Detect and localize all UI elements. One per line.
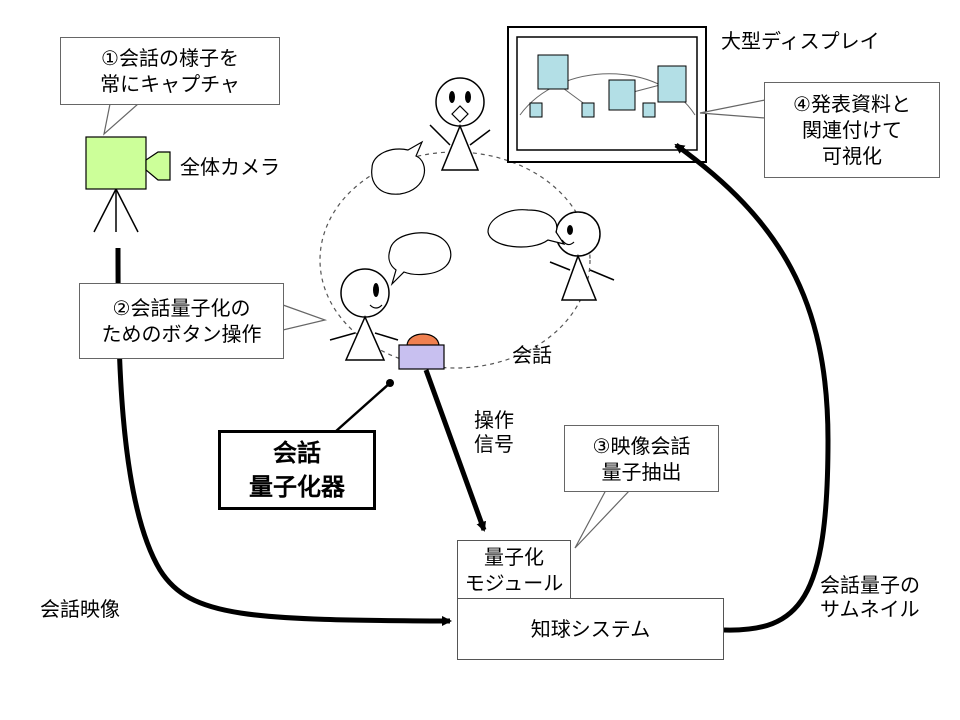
callout-button-tail: [282, 304, 328, 331]
conversation-circle: [319, 151, 591, 369]
video-camera-icon: [85, 136, 171, 233]
device-pointer-line: [334, 382, 391, 433]
device-pointer-dot: [386, 379, 394, 387]
callout-extract: ③映像会話 量子抽出: [564, 425, 719, 492]
person-icon: [549, 211, 615, 301]
callout-capture: ①会話の様子を 常にキャプチャ: [60, 37, 280, 105]
callout-capture-tail: [103, 103, 140, 136]
operation-signal-arrow: [423, 369, 487, 532]
thumbnail-label: 会話量子の サムネイル: [820, 573, 920, 621]
display-label: 大型ディスプレイ: [721, 29, 880, 53]
callout-visualize: ④発表資料と 関連付けて 可視化: [764, 82, 940, 178]
display-icon: [507, 26, 707, 163]
thumbnail-arrow: [674, 142, 831, 633]
conversation-video-label: 会話映像: [40, 597, 120, 621]
system-box: 知球システム: [457, 598, 724, 660]
button-device-icon: [398, 333, 445, 370]
speech-bubble-icon: [388, 232, 452, 287]
quantize-module-box: 量子化 モジュール: [457, 540, 571, 600]
callout-button: ②会話量子化の ためのボタン操作: [79, 283, 284, 359]
conversation-label: 会話: [512, 343, 552, 367]
speech-bubble-icon: [371, 140, 425, 195]
person-icon: [329, 268, 399, 361]
speech-bubble-icon: [487, 209, 566, 248]
camera-label: 全体カメラ: [180, 155, 280, 179]
quantizer-device-box: 会話 量子化器: [218, 430, 376, 510]
callout-extract-tail: [574, 489, 632, 549]
operation-signal-label: 操作 信号: [474, 408, 514, 456]
callout-visualize-tail: [699, 99, 766, 119]
person-icon: [429, 77, 491, 171]
